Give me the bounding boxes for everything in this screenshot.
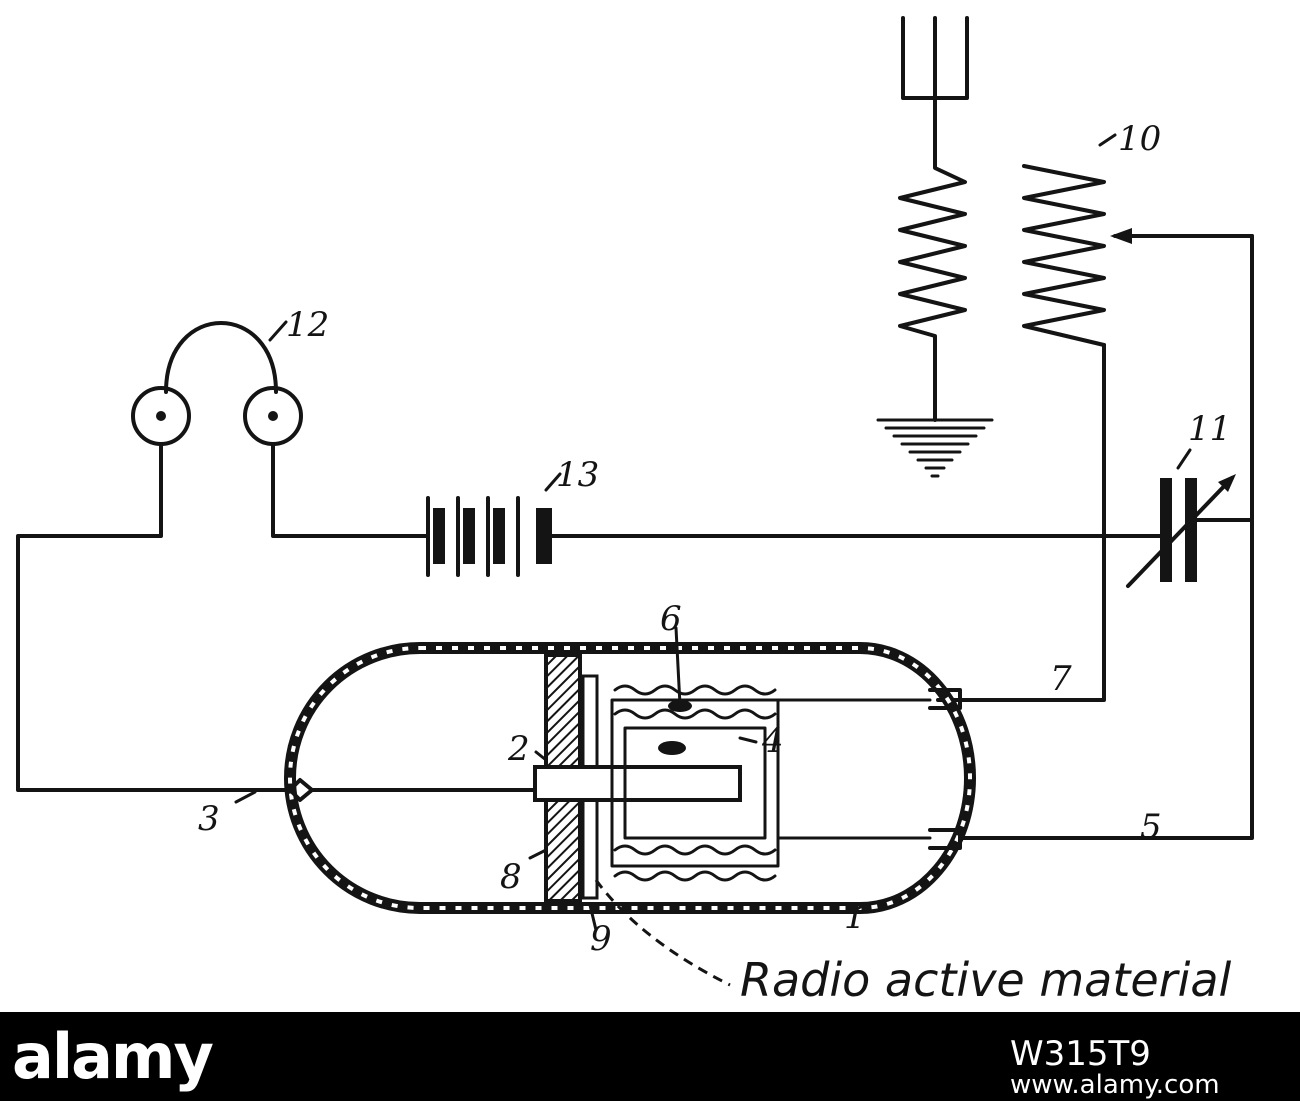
label-9: 9 <box>590 919 612 959</box>
caption-radioactive-material: Radio active material <box>740 953 1232 1007</box>
label-4: 4 <box>761 721 784 761</box>
variable-capacitor-icon <box>1126 474 1236 588</box>
label-6: 6 <box>660 599 682 639</box>
grid-assembly <box>610 684 932 882</box>
watermark-bar: alamy W315T9 www.alamy.com <box>0 1012 1300 1101</box>
circuit-diagram: 1 2 3 4 5 6 7 8 9 10 11 12 13 Radio acti… <box>16 16 1254 1007</box>
ground-icon <box>876 418 994 478</box>
label-7: 7 <box>1050 659 1072 699</box>
label-2: 2 <box>507 729 530 769</box>
battery-icon <box>426 496 552 577</box>
lead-seal-7 <box>928 688 962 710</box>
lead-seal-5 <box>928 828 962 850</box>
headphone-to-battery-wire <box>271 442 430 538</box>
label-1: 1 <box>844 897 866 937</box>
image-id: W315T9 <box>1010 1034 1151 1074</box>
left-loop-wire <box>16 442 292 792</box>
label-13: 13 <box>556 455 599 495</box>
source-url: www.alamy.com <box>1010 1070 1220 1100</box>
right-bus-wire <box>958 234 1254 840</box>
headphones-icon <box>131 321 303 446</box>
brand-logo: alamy <box>12 1020 214 1093</box>
label-5: 5 <box>1140 807 1162 847</box>
label-10: 10 <box>1118 119 1161 159</box>
leader-lines <box>234 133 1192 987</box>
label-8: 8 <box>500 857 522 897</box>
label-3: 3 <box>198 799 220 839</box>
tap-arrow-icon <box>1110 228 1132 244</box>
electrode-2 <box>533 765 742 802</box>
label-11: 11 <box>1188 409 1231 449</box>
coil-10-lead <box>936 343 1106 702</box>
secondary-coil <box>1022 164 1106 347</box>
antenna-coil <box>898 158 967 347</box>
antenna-icon <box>901 16 969 162</box>
radioactive-leader <box>594 879 731 987</box>
label-12: 12 <box>286 305 329 345</box>
